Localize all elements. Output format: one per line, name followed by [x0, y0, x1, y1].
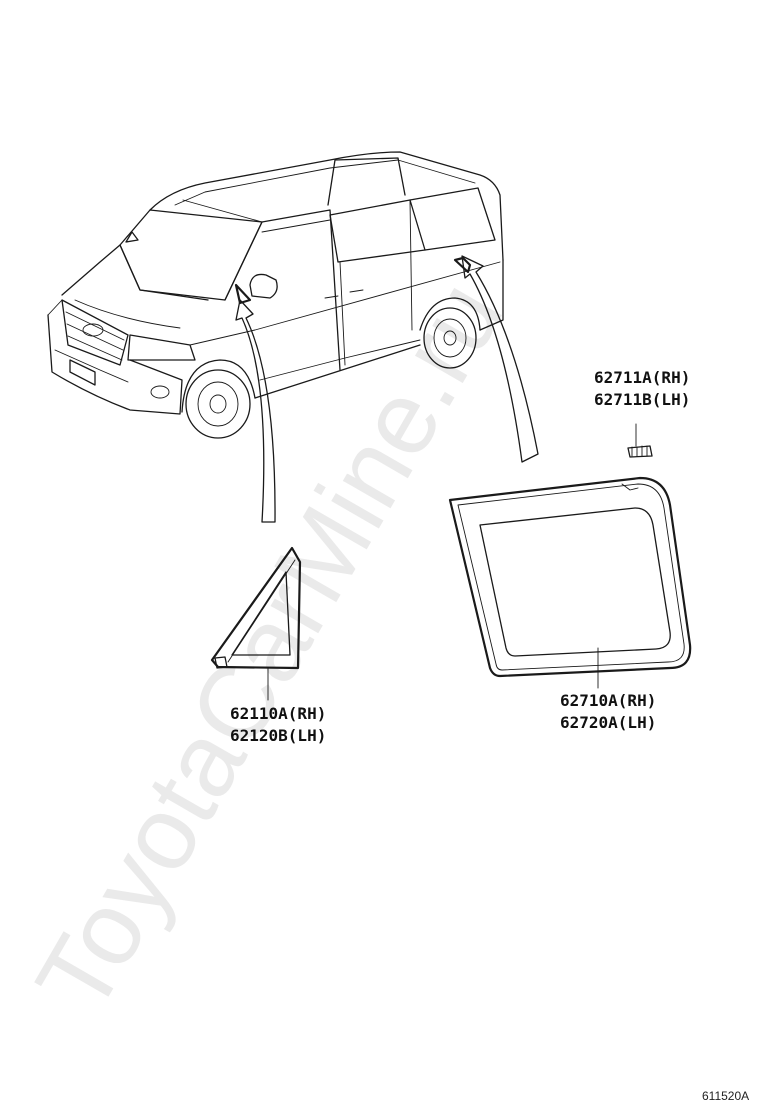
part-number-62120b: 62120B(LH): [230, 726, 326, 745]
front-quarter-glass-part: [210, 546, 302, 701]
watermark-text: ToyotaCarMine.ru: [14, 263, 525, 1032]
front-arrow: [235, 299, 276, 523]
part-number-62711b: 62711B(LH): [594, 390, 690, 409]
rear-quarter-glass-part: [448, 476, 692, 689]
label-front-quarter-glass: 62110A(RH) 62120B(LH): [230, 704, 326, 745]
label-quarter-window-clip: 62711A(RH) 62711B(LH): [594, 368, 690, 409]
part-number-62110a: 62110A(RH): [230, 704, 326, 723]
part-number-62710a: 62710A(RH): [560, 691, 656, 710]
part-number-62711a: 62711A(RH): [594, 368, 690, 387]
label-rear-quarter-glass: 62710A(RH) 62720A(LH): [560, 691, 656, 732]
quarter-window-clip-part: [627, 423, 653, 458]
figure-code: 611520A: [702, 1089, 749, 1103]
rear-arrow: [461, 255, 539, 463]
van-illustration: [47, 151, 504, 439]
part-number-62720a: 62720A(LH): [560, 713, 656, 732]
